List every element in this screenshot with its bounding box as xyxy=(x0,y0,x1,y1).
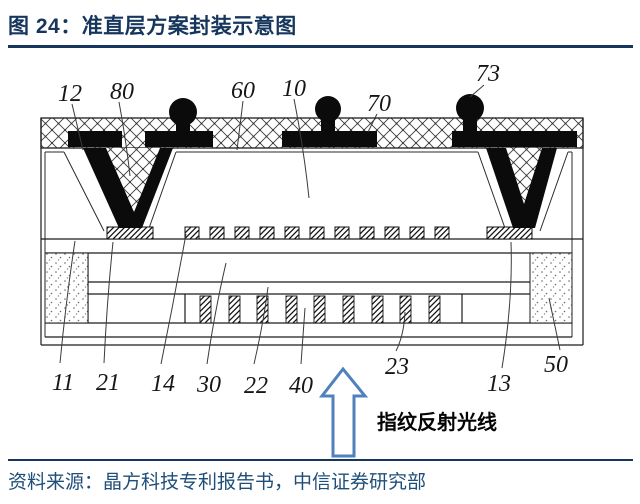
ref-label-21: 21 xyxy=(96,370,120,396)
ref-label-22: 22 xyxy=(244,373,268,399)
ref-label-30: 30 xyxy=(196,372,221,398)
arrow-caption: 指纹反射光线 xyxy=(377,410,497,434)
collimator-bars xyxy=(199,295,441,324)
leader-lines xyxy=(59,84,561,369)
right-stippled-block xyxy=(529,252,573,324)
ref-label-23: 23 xyxy=(385,354,409,380)
metal-traces-and-balls xyxy=(68,94,577,228)
ref-label-40: 40 xyxy=(289,373,313,399)
solder-ball-2 xyxy=(315,96,341,122)
left-v-via xyxy=(83,148,173,228)
right-via-crosshatch-notch xyxy=(499,148,546,206)
ref-label-14: 14 xyxy=(151,371,175,397)
ref-label-70: 70 xyxy=(367,91,391,117)
fingerprint-light-up-arrow-icon xyxy=(318,366,369,458)
ref-label-80: 80 xyxy=(110,79,134,105)
figure-source: 资料来源：晶方科技专利报告书，中信证券研究部 xyxy=(8,472,427,493)
title-divider-rule xyxy=(8,45,633,48)
package-structure: 12 80 60 10 70 73 11 21 14 30 22 40 23 1… xyxy=(40,61,584,458)
solder-ball-1 xyxy=(169,98,197,126)
bond-pad-row xyxy=(106,226,533,240)
ref-label-60: 60 xyxy=(231,78,255,104)
ref-label-13: 13 xyxy=(487,371,511,397)
ref-label-11: 11 xyxy=(52,370,74,396)
ref-label-50: 50 xyxy=(544,352,568,378)
source-divider-rule xyxy=(8,459,633,461)
right-v-via xyxy=(486,148,557,228)
figure-title: 图 24：准直层方案封装示意图 xyxy=(8,15,297,38)
ref-label-12: 12 xyxy=(58,81,82,107)
patent-package-cross-section-diagram: 12 80 60 10 70 73 11 21 14 30 22 40 23 1… xyxy=(40,61,584,458)
solder-ball-3 xyxy=(456,94,484,122)
ref-label-73: 73 xyxy=(476,61,500,87)
ref-label-10: 10 xyxy=(282,76,306,102)
left-stippled-block xyxy=(44,252,89,324)
left-via-crosshatch-notch xyxy=(103,148,166,212)
reference-numerals: 12 80 60 10 70 73 11 21 14 30 22 40 23 1… xyxy=(52,61,568,399)
